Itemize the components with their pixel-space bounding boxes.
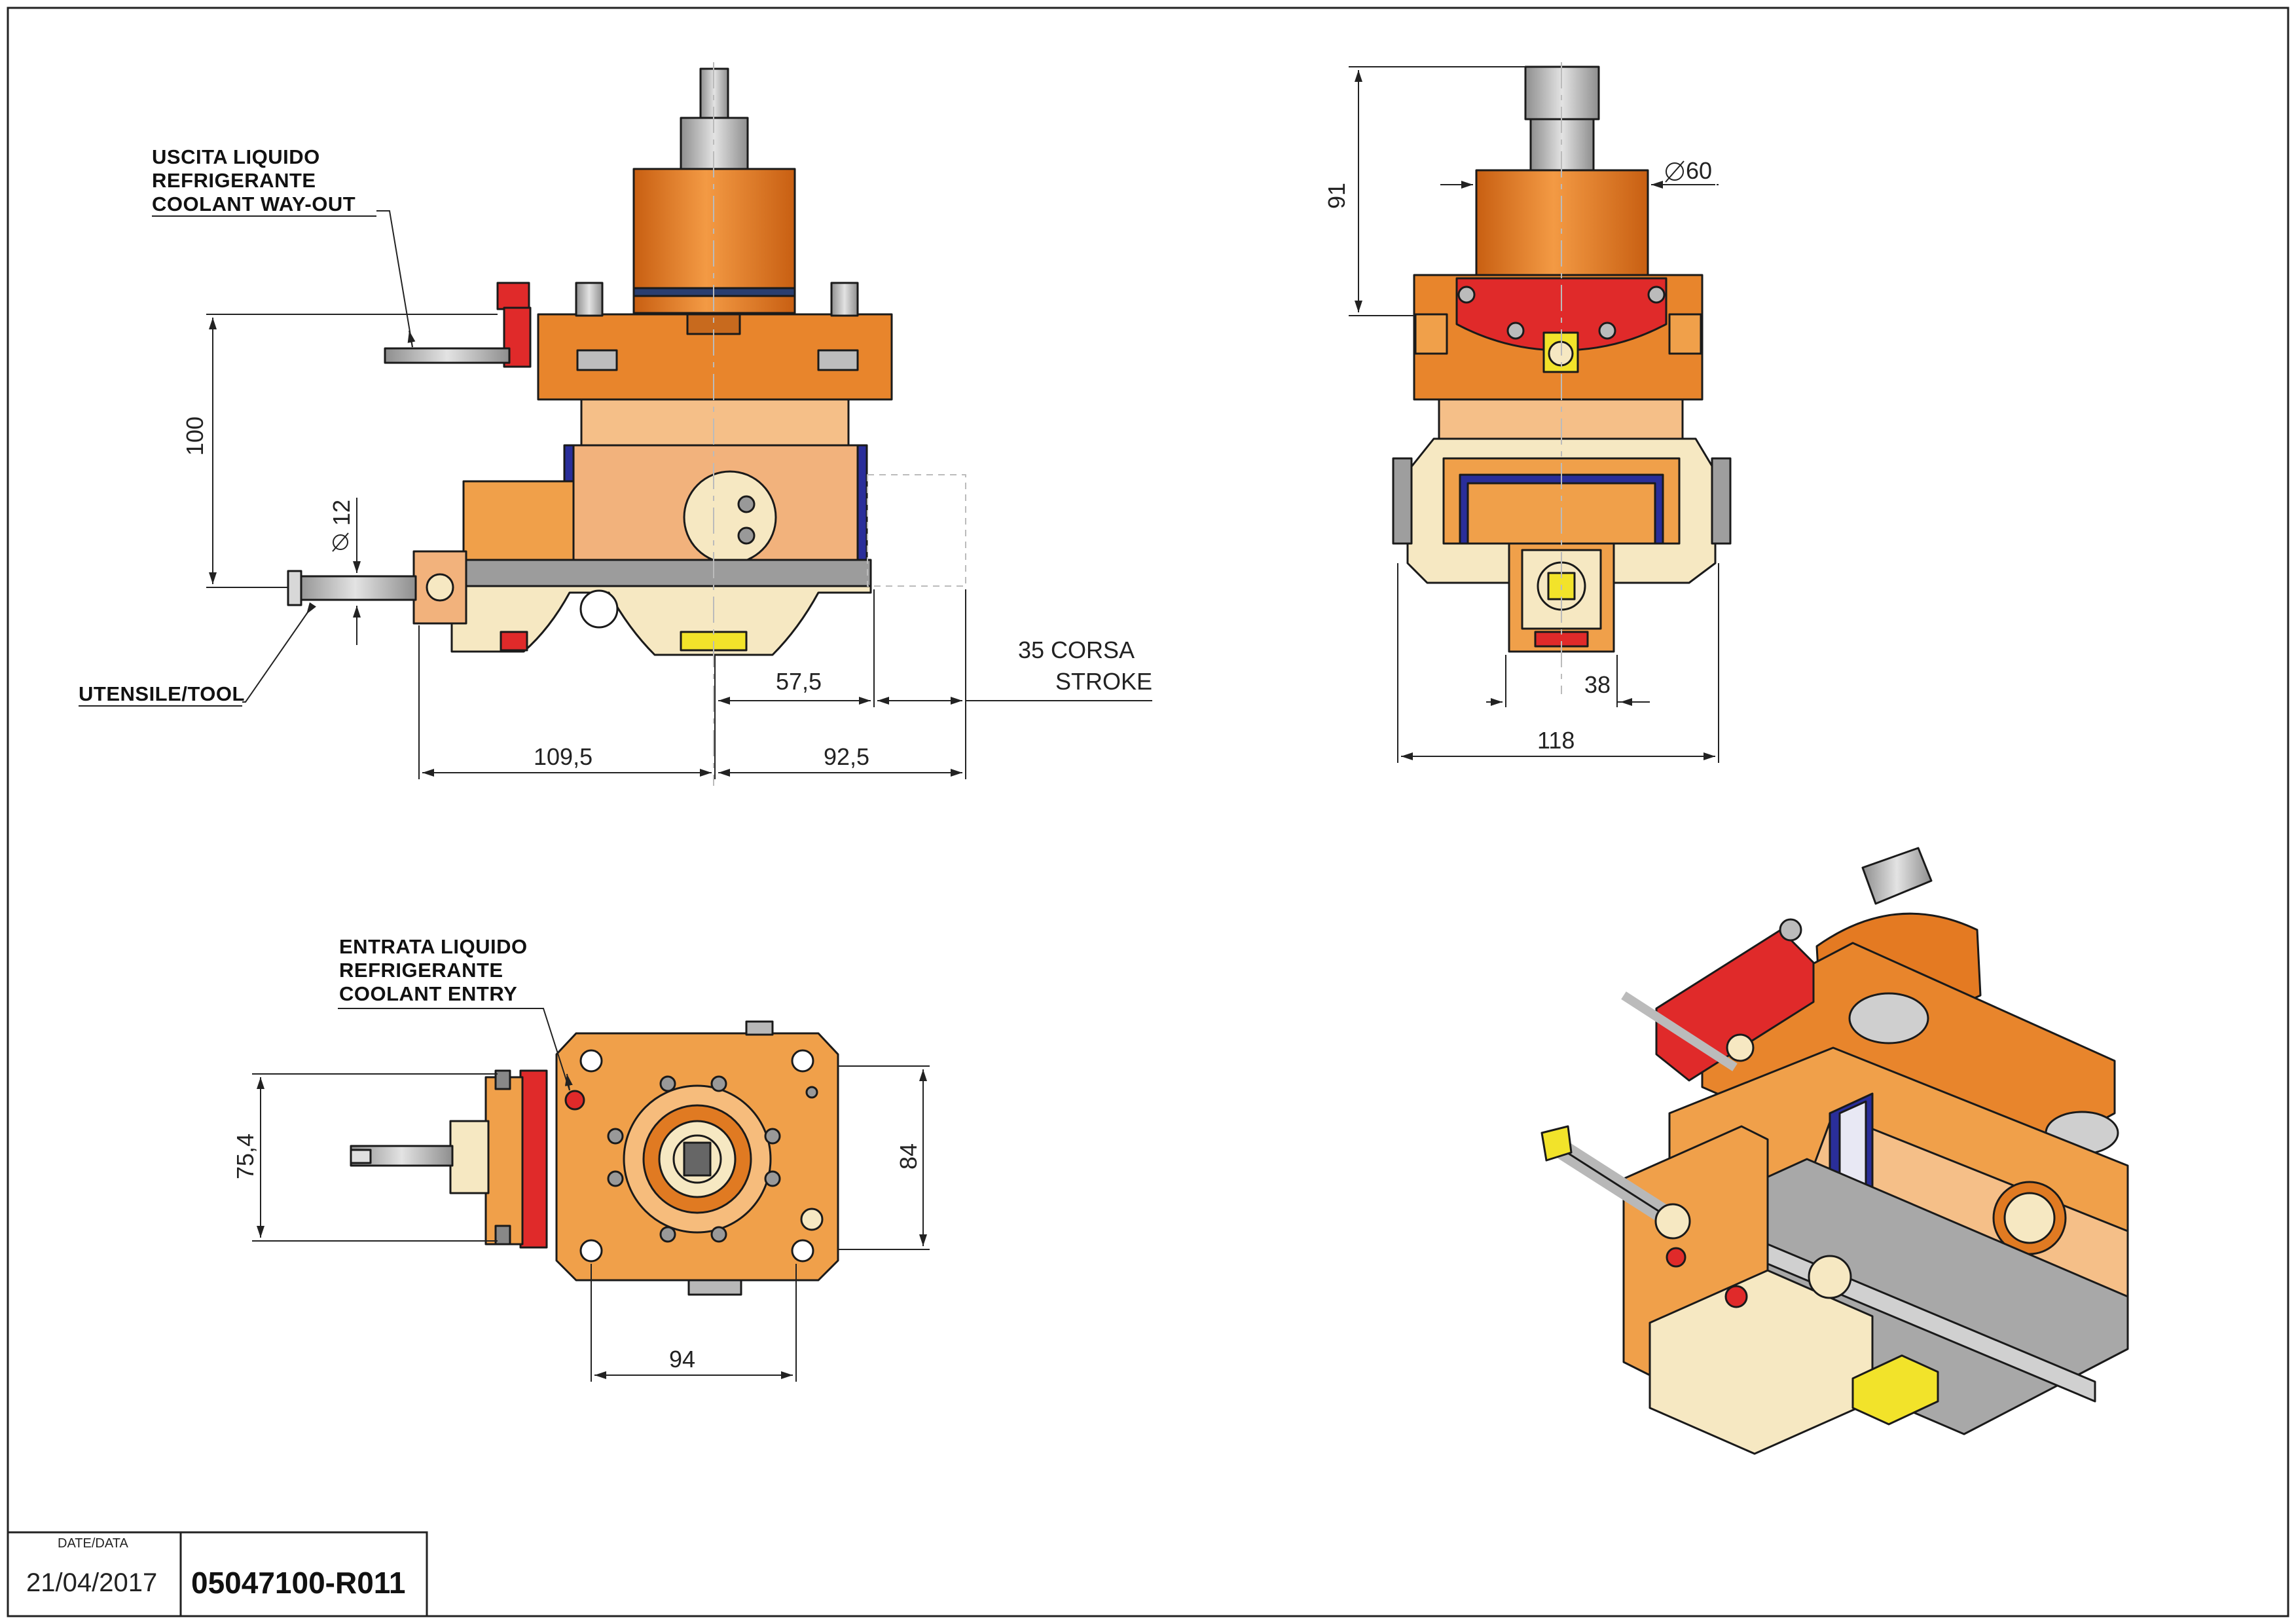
dim-width-118: 118 bbox=[1537, 727, 1575, 754]
coolant-entry-note: ENTRATA LIQUIDO REFRIGERANTE COOLANT ENT… bbox=[339, 935, 528, 1005]
dim-height-84: 84 bbox=[895, 1143, 922, 1170]
top-view bbox=[350, 1020, 839, 1296]
dim-width-38: 38 bbox=[1584, 671, 1611, 698]
side-view bbox=[1392, 62, 1732, 694]
sheet-border bbox=[7, 7, 2289, 1617]
drawing-code: 05047100-R011 bbox=[191, 1566, 406, 1600]
dim-height-91: 91 bbox=[1323, 182, 1351, 210]
dim-diameter-60: 60 bbox=[1686, 157, 1713, 184]
drawing-date: 21/04/2017 bbox=[26, 1568, 158, 1597]
tool-note: UTENSILE/TOOL bbox=[79, 682, 245, 705]
diameter-symbol-60 bbox=[1665, 160, 1685, 183]
dim-height-75-4: 75,4 bbox=[232, 1133, 259, 1180]
dim-stroke-label: STROKE bbox=[1055, 668, 1153, 695]
dim-height-100: 100 bbox=[181, 416, 209, 456]
side-view-dimensions bbox=[1349, 66, 1719, 763]
title-block bbox=[7, 1531, 428, 1617]
dim-diameter-12: 12 bbox=[328, 499, 355, 526]
front-view-dimensions bbox=[206, 210, 1152, 779]
dim-width-92-5: 92,5 bbox=[824, 743, 870, 770]
isometric-view bbox=[1540, 847, 2129, 1455]
front-view bbox=[287, 62, 966, 786]
coolant-way-out-note: USCITA LIQUIDO REFRIGERANTE COOLANT WAY-… bbox=[152, 145, 356, 215]
dim-stroke-corsa: 35 CORSA bbox=[1018, 637, 1135, 663]
dim-width-57-5: 57,5 bbox=[776, 668, 822, 695]
dim-width-94: 94 bbox=[669, 1346, 696, 1373]
diameter-symbol-12 bbox=[332, 532, 349, 552]
dim-width-109-5: 109,5 bbox=[534, 743, 593, 770]
date-label: DATE/DATA bbox=[58, 1536, 128, 1551]
top-view-dimensions bbox=[252, 1008, 930, 1382]
